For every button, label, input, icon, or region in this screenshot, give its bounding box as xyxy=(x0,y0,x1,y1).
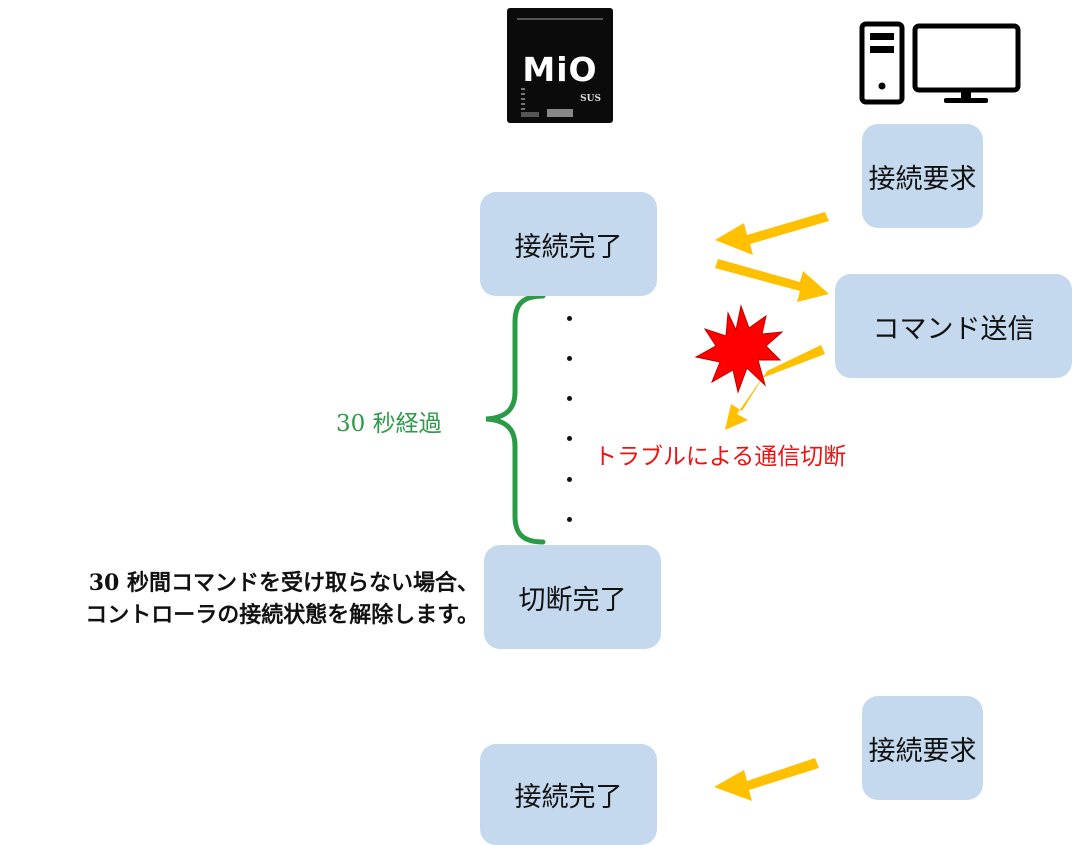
connect-request-box-1: 接続要求 xyxy=(862,124,983,228)
trouble-disconnect-label: トラブルによる通信切断 xyxy=(594,444,847,470)
timeline-dot xyxy=(567,356,572,361)
connect-request-label-1: 接続要求 xyxy=(868,163,977,195)
timeline-dot xyxy=(567,436,572,441)
timeline-dot xyxy=(567,396,572,401)
timeout-note-line-2: コントローラの接続状態を解除します。 xyxy=(85,602,479,628)
device-logo: MiO xyxy=(522,50,598,89)
connect-complete-box-2: 接続完了 xyxy=(480,744,657,845)
device-top-strip xyxy=(517,18,603,20)
connect-request-box-2: 接続要求 xyxy=(862,696,983,800)
curly-brace xyxy=(485,293,546,545)
explosion-icon xyxy=(694,304,784,394)
arrow-complete-to-command xyxy=(715,259,829,302)
connect-complete-label-1: 接続完了 xyxy=(514,231,623,263)
device-ports xyxy=(547,109,573,117)
timeline-dot xyxy=(567,477,572,482)
timeout-note-line-1: 30 秒間コマンドを受け取らない場合、 xyxy=(88,570,479,596)
computer-icon xyxy=(859,21,1021,105)
device-led-column xyxy=(521,88,525,110)
connect-complete-box-1: 接続完了 xyxy=(480,192,657,296)
arrow-request-to-complete-2 xyxy=(714,758,819,801)
device-port-left xyxy=(521,112,539,117)
device-brand: SUS xyxy=(580,94,601,104)
mio-controller-image: MiO SUS xyxy=(507,8,613,123)
connect-request-label-2: 接続要求 xyxy=(868,735,977,767)
command-send-label: コマンド送信 xyxy=(872,313,1035,345)
disconnect-complete-box: 切断完了 xyxy=(484,545,661,649)
command-send-box: コマンド送信 xyxy=(835,274,1072,378)
elapsed-time-label: 30 秒経過 xyxy=(336,411,442,437)
timeline-dot xyxy=(567,517,572,522)
timeout-note: 30 秒間コマンドを受け取らない場合、 コントローラの接続状態を解除します。 xyxy=(85,567,479,631)
disconnect-complete-label: 切断完了 xyxy=(518,584,627,616)
timeline-dot xyxy=(567,316,572,321)
arrow-trouble-broken xyxy=(725,345,825,430)
arrow-request-to-complete-1 xyxy=(715,212,829,255)
connect-complete-label-2: 接続完了 xyxy=(514,782,623,813)
